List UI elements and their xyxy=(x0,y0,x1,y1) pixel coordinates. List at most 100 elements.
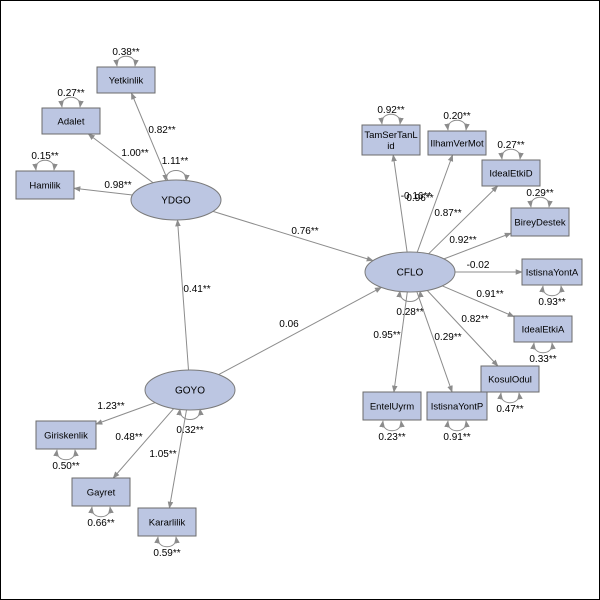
error-variance-label: 0.27** xyxy=(57,88,84,99)
indicator-node-kararlilik[interactable]: Kararlilik xyxy=(137,507,197,548)
path-coefficient-label: 1.23** xyxy=(97,401,124,412)
path-coefficient-label: 0.82** xyxy=(461,314,488,325)
latent-variance-arc xyxy=(396,290,424,302)
path-coefficient-label: 0.76** xyxy=(291,226,318,237)
error-variance-label: 0.27** xyxy=(497,140,524,151)
error-variance-label: 0.38** xyxy=(112,47,139,58)
indicator-node-yetkinlik[interactable]: Yetkinlik xyxy=(96,55,156,94)
indicator-node-gayret[interactable]: Gayret xyxy=(71,477,131,518)
path-arrow-cflo-bireydestek xyxy=(443,232,512,260)
indicator-label: BireyDestek xyxy=(514,218,565,229)
error-variance-arc xyxy=(527,196,553,208)
error-variance-label: 0.91** xyxy=(443,432,470,443)
indicator-label: KosulOdul xyxy=(488,375,532,386)
indicator-node-kosulodul[interactable]: KosulOdul xyxy=(480,365,540,404)
indicator-box xyxy=(71,477,131,507)
indicator-node-istisnayontp[interactable]: IstisnaYontP xyxy=(426,391,488,432)
latent-label: GOYO xyxy=(175,386,205,397)
error-variance-label: 0.47** xyxy=(496,404,523,415)
path-arrow-ydgo-adalet xyxy=(87,133,154,184)
indicator-label: Adalet xyxy=(58,117,85,128)
indicator-label: IstisnaYontA xyxy=(526,268,579,279)
path-arrow-goyo-kararlilik xyxy=(167,409,187,509)
path-arrow-cflo-idealetkia xyxy=(442,285,515,318)
error-variance-label: 0.15** xyxy=(31,151,58,162)
path-coefficient-label: 0.91** xyxy=(476,289,503,300)
latent-node-goyo[interactable]: GOYO xyxy=(144,369,236,420)
path-coefficient-label: 0.98** xyxy=(104,180,131,191)
path-arrow-cflo-ilhamvermot xyxy=(416,154,454,253)
indicator-label: id xyxy=(387,141,394,152)
path-arrow-ydgo-hamilik xyxy=(73,186,133,196)
indicator-label: IlhamVerMot xyxy=(430,139,484,150)
indicator-box xyxy=(96,66,156,94)
indicator-label: IdealEtkiD xyxy=(489,169,532,180)
indicator-label: IstisnaYontP xyxy=(431,402,483,413)
indicator-box xyxy=(521,258,583,286)
indicator-node-bireydestek[interactable]: BireyDestek xyxy=(510,196,570,237)
path-coefficient-label: -0.02 xyxy=(467,260,490,271)
path-arrow-goyo-cflo xyxy=(218,286,382,376)
path-coefficient-label: -0.16** xyxy=(401,191,432,202)
indicator-node-idealetkid[interactable]: IdealEtkiD xyxy=(481,148,541,187)
path-arrow-cflo-idealetkid xyxy=(428,185,499,255)
path-arrow-ydgo-cflo xyxy=(212,210,374,262)
latent-node-cflo[interactable]: CFLO xyxy=(364,251,456,302)
indicator-label: TamSerTanL xyxy=(364,130,417,141)
error-variance-arc xyxy=(88,506,114,518)
latent-variance-label: 0.32** xyxy=(176,425,203,436)
error-variance-arc xyxy=(444,420,470,432)
error-variance-arc xyxy=(32,159,58,171)
error-variance-arc xyxy=(530,342,556,354)
indicator-label: IdealEtkiA xyxy=(522,325,565,336)
indicator-box xyxy=(510,207,570,237)
error-variance-label: 0.50** xyxy=(52,461,79,472)
latent-variance-arc xyxy=(176,408,204,420)
indicator-box xyxy=(427,130,487,156)
error-variance-arc xyxy=(113,55,139,67)
indicator-node-hamilik[interactable]: Hamilik xyxy=(15,159,75,200)
path-arrow-cflo-kosulodul xyxy=(426,290,499,367)
indicator-box xyxy=(361,124,421,156)
error-variance-arc xyxy=(539,285,565,297)
error-variance-label: 0.59** xyxy=(153,548,180,559)
error-variance-label: 0.92** xyxy=(377,105,404,116)
path-arrow-cflo-tamsertanlid xyxy=(391,154,408,253)
indicator-node-giriskenlik[interactable]: Giriskenlik xyxy=(35,420,97,461)
path-arrow-cflo-istisnayontp xyxy=(416,291,453,393)
indicator-node-adalet[interactable]: Adalet xyxy=(41,96,101,135)
indicator-label: Giriskenlik xyxy=(44,431,88,442)
path-coefficient-label: 0.96** xyxy=(406,193,433,204)
path-coefficient-label: 1.05** xyxy=(149,449,176,460)
indicator-node-entelluyrm[interactable]: EntelUyrm xyxy=(362,391,422,432)
path-arrow-goyo-giriskenlik xyxy=(95,402,156,425)
error-variance-arc xyxy=(497,392,523,404)
latent-node-ydgo[interactable]: YDGO xyxy=(130,170,222,221)
error-variance-arc xyxy=(58,96,84,108)
indicator-node-ilhamvermot[interactable]: IlhamVerMot xyxy=(427,119,487,156)
indicator-node-istisnayonta[interactable]: IstisnaYontA xyxy=(521,258,583,297)
path-arrow-ydgo-yetkinlik xyxy=(130,92,169,181)
error-variance-label: 0.29** xyxy=(526,188,553,199)
indicator-box xyxy=(513,315,573,343)
path-coefficient-label: 0.29** xyxy=(434,332,461,343)
latent-variance-label: 1.11** xyxy=(162,156,189,167)
latent-variance-label: 0.28** xyxy=(396,307,423,318)
path-arrow-goyo-ydgo xyxy=(175,219,189,371)
path-coefficient-label: 0.41** xyxy=(183,284,210,295)
latent-label: CFLO xyxy=(397,268,424,279)
latent-label: YDGO xyxy=(161,196,191,207)
indicator-node-idealetkia[interactable]: IdealEtkiA xyxy=(513,315,573,354)
indicator-label: Yetkinlik xyxy=(109,76,144,87)
indicator-box xyxy=(137,507,197,537)
path-coefficient-label: 0.82** xyxy=(148,125,175,136)
path-coefficient-label: 0.92** xyxy=(449,235,476,246)
indicator-box xyxy=(15,170,75,200)
indicator-label: Hamilik xyxy=(29,181,60,192)
error-variance-label: 0.93** xyxy=(538,297,565,308)
error-variance-label: 0.66** xyxy=(87,518,114,529)
path-coefficient-label: 1.00** xyxy=(121,148,148,159)
error-variance-arc xyxy=(379,420,405,432)
